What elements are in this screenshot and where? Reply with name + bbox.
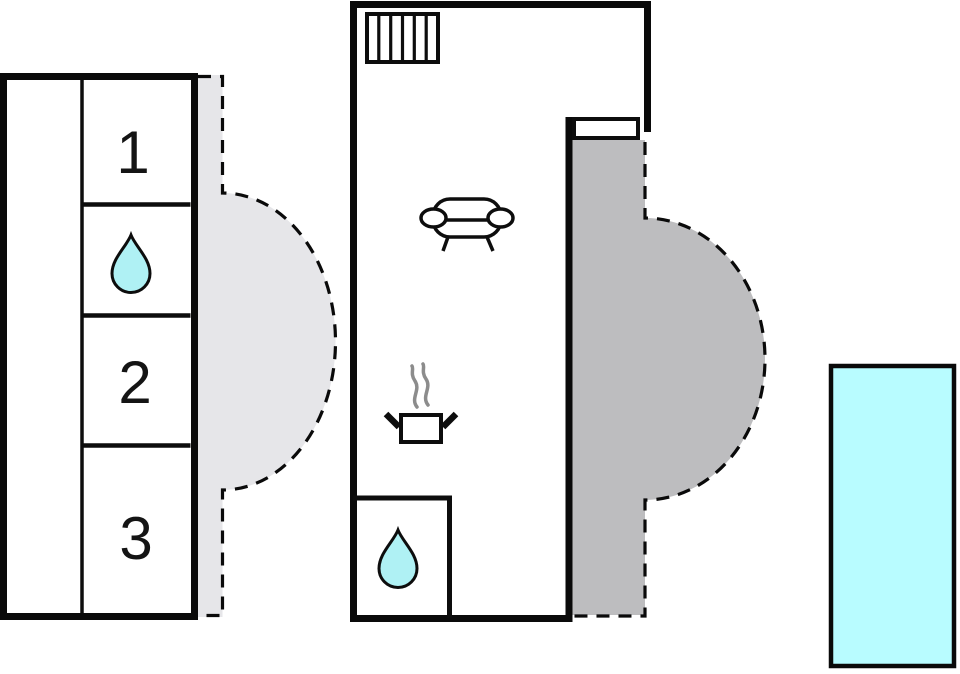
water-drop-icon [110, 230, 152, 294]
door-sill [572, 117, 640, 140]
room-1-label: 1 [116, 119, 149, 186]
room-2-label: 2 [118, 349, 151, 416]
sofa-icon [419, 197, 515, 252]
stairs-icon [365, 12, 440, 64]
patio-area [198, 75, 336, 617]
room-3-label: 3 [119, 505, 152, 572]
living-wing-floor [350, 1, 651, 622]
terrace-dashed-outline [572, 142, 767, 618]
patio-dashed-outline [198, 74, 338, 618]
terrace-area [572, 140, 765, 615]
bathroom-interior-wall [353, 495, 452, 618]
patio [198, 74, 338, 618]
swimming-pool [828, 363, 957, 669]
bedroom-wing: 1 2 3 [0, 73, 198, 620]
cooking-pot-icon [383, 362, 459, 444]
bedroom-wing-floor [0, 73, 198, 620]
steam-icon [410, 362, 430, 409]
living-wing [350, 1, 651, 622]
terrace [572, 140, 767, 618]
water-drop-icon-2 [377, 525, 419, 589]
living-wing-walls [350, 1, 651, 622]
